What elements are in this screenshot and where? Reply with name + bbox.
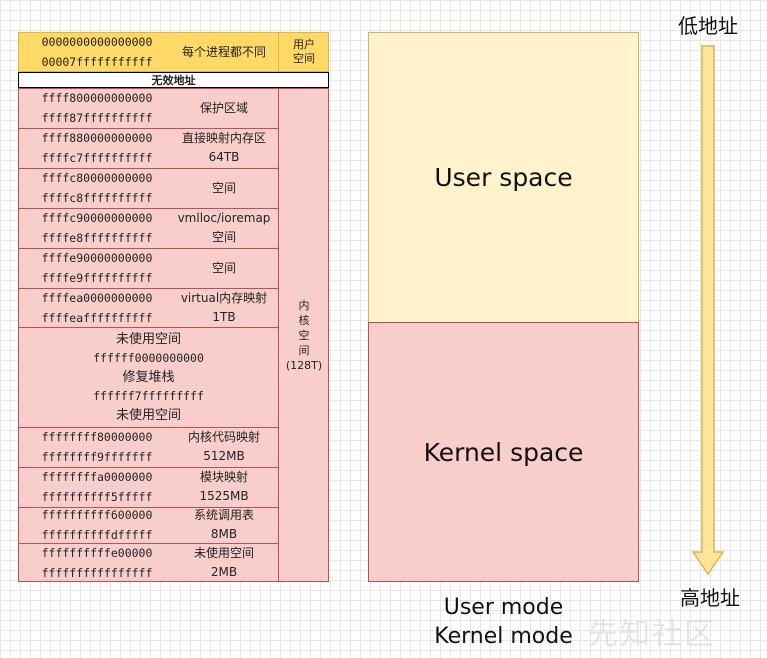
region-description: 模块映射 1525MB [199,470,249,503]
kernel-space-side-label: 内 核 空 间 (128T) [285,298,323,372]
address-end: ffffc8ffffffffff [41,191,153,205]
address-end: ffffeaffffffffff [41,310,153,325]
region-description: 系统调用表 8MB [193,508,254,541]
address-start: ffff880000000000 [41,131,153,145]
address-start: ffffea0000000000 [41,290,153,305]
user-space-block [368,32,639,323]
fixed-stack-label: 修复堆栈 [122,370,175,385]
address-start: ffffffff80000000 [41,430,153,444]
address-end: ffffffff9fffffff [41,450,153,464]
address-range: ffffffffffe00000 ffffffffffffffff [18,543,176,582]
watermark: 先知社区 [588,617,716,652]
address-start: ffffe90000000000 [41,251,153,265]
divider [278,32,279,72]
address-start: ffffc80000000000 [41,171,153,185]
region-description: 空间 [211,260,236,275]
address-range: ffffffffff600000 ffffffffffdfffff [18,507,176,543]
address-end: ffffffffff5fffff [41,490,153,504]
kernel-space-block [368,322,639,582]
divider [18,467,279,468]
user-region-end: 00007fffffffffff [41,55,153,69]
address-start: ffffc90000000000 [41,211,153,225]
user-space-label: User space [434,163,573,192]
address-range: ffffea0000000000 ffffeaffffffffff [18,288,176,327]
address-start: ffffffffa0000000 [41,470,153,484]
divider [18,507,279,508]
address-end: ffffffffffffffff [41,565,153,580]
kernel-region [18,88,329,582]
region-description: 保护区域 [199,100,248,115]
region-description: virtual内存映射 1TB [180,290,268,324]
address-range: ffffc80000000000 ffffc8ffffffffff [18,168,176,208]
divider [18,427,279,428]
address-range: ffffffff80000000 ffffffff9fffffff [18,427,176,467]
kernel-space-label: Kernel space [423,437,584,467]
region-description: 内核代码映射 512MB [187,430,260,463]
kernel-mode-label: Kernel mode [434,624,573,649]
unused-block: 未使用空间 ffffff0000000000 修复堆栈 ffffff7fffff… [18,328,279,427]
invalid-address-label: 无效地址 [151,74,196,87]
down-arrow-icon [691,45,725,576]
address-end: ffffe8ffffffffff [41,231,153,245]
low-address-label: 低地址 [678,14,738,38]
high-address-label: 高地址 [680,586,740,610]
address-end: ffff87ffffffffff [41,111,153,125]
region-description: 空间 [211,180,236,195]
unused-label-2: 未使用空间 [115,408,181,423]
divider [18,128,279,129]
user-region-addresses: 0000000000000000 00007fffffffffff [18,32,176,72]
region-description: 直接映射内存区 64TB [181,131,266,164]
address-end: ffffc7ffffffffff [41,151,153,165]
invalid-address-bar [18,72,329,88]
address-range: ffffffffa0000000 ffffffffff5fffff [18,467,176,507]
unused-address-end: ffffff7fffffffff [93,389,204,403]
address-range: ffffc90000000000 ffffe8ffffffffff [18,208,176,248]
user-region-header [18,32,329,72]
user-space-side-label: 用户 空间 [293,38,315,65]
address-range: ffffe90000000000 ffffe9ffffffffff [18,248,176,288]
region-description: vmlloc/ioremap 空间 [177,211,271,244]
address-start: ffffffffffe00000 [41,545,153,560]
unused-label: 未使用空间 [115,332,181,347]
divider [18,168,279,169]
address-start: ffff800000000000 [41,91,153,105]
divider [18,288,279,289]
divider [18,543,279,544]
unused-address-start: ffffff0000000000 [93,351,204,365]
user-region-desc: 每个进程都不同 [181,44,266,59]
address-start: ffffffffff600000 [41,508,153,522]
divider [18,248,279,249]
user-region-start: 0000000000000000 [41,35,153,49]
address-range: ffff880000000000 ffffc7ffffffffff [18,128,176,168]
divider [18,88,279,89]
divider [278,88,279,582]
address-end: ffffffffffdfffff [41,528,153,542]
divider [18,327,279,328]
address-range: ffff800000000000 ffff87ffffffffff [18,88,176,128]
region-description: 未使用空间 2MB [193,545,254,579]
address-end: ffffe9ffffffffff [41,271,153,285]
divider [18,208,279,209]
mode-labels: User mode Kernel mode [368,592,639,652]
user-mode-label: User mode [443,595,564,620]
